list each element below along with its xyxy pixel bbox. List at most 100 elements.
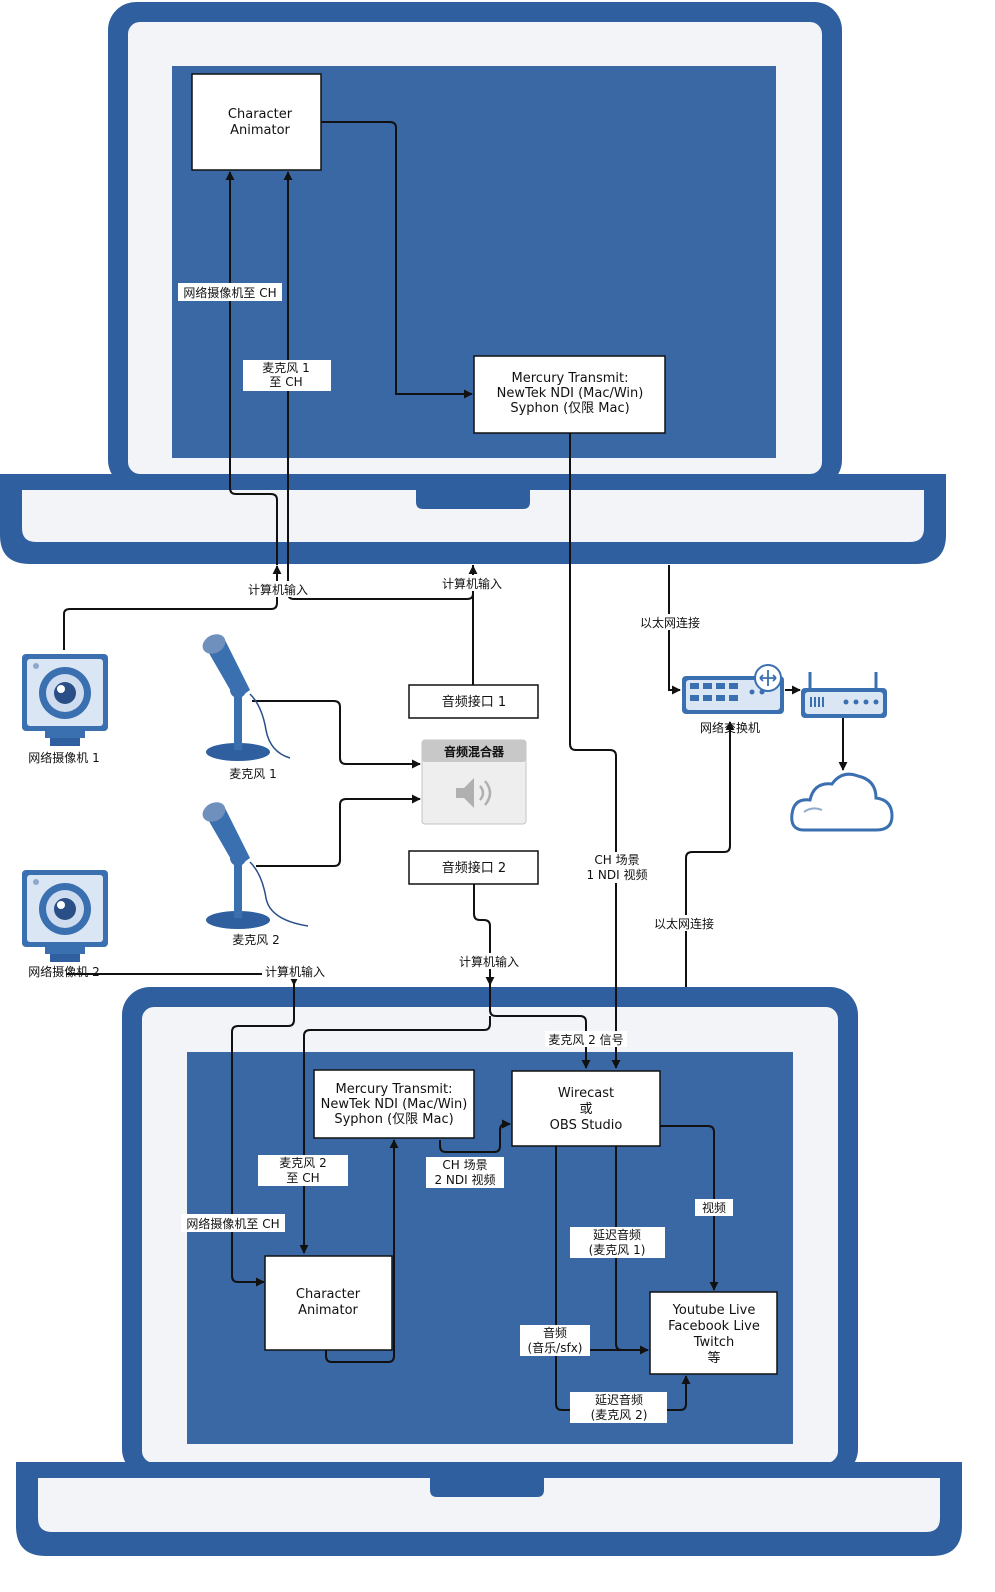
bottom-character-animator-box: Character Animator [264, 1255, 393, 1351]
top-mt-label-3: Syphon (仅限 Mac) [510, 401, 629, 416]
wire-ethernet-top [668, 565, 681, 695]
webcam-2: 网络摄像机 2 [22, 870, 108, 979]
computer-input-label-d: 计算机输入 [262, 963, 328, 979]
svg-text:延迟音频: 延迟音频 [595, 1392, 643, 1407]
wirecast-label-3: OBS Studio [550, 1118, 623, 1133]
svg-text:音频接口 2: 音频接口 2 [442, 860, 506, 876]
bottom-mt-label-1: Mercury Transmit: [336, 1082, 453, 1097]
bottom-laptop-screen [187, 1052, 793, 1444]
audio-mixer: 音频混合器 [421, 739, 527, 825]
svg-text:音频: 音频 [543, 1325, 567, 1340]
delay-audio-mic2-label: 延迟音频 (麦克风 2) [570, 1392, 667, 1423]
stream-label-2: Facebook Live [668, 1319, 760, 1334]
svg-text:计算机输入: 计算机输入 [442, 576, 502, 591]
svg-text:CH 场景: CH 场景 [594, 853, 639, 867]
ethernet-label-a: 以太网连接 [636, 614, 704, 630]
stream-label-4: 等 [707, 1350, 720, 1366]
wire-ch-scene2-ndi [439, 1119, 511, 1153]
bottom-mt-label-3: Syphon (仅限 Mac) [334, 1112, 453, 1127]
svg-text:麦克风 2: 麦克风 2 [279, 1156, 326, 1170]
bottom-laptop-notch [430, 1478, 544, 1497]
svg-text:(麦克风 2): (麦克风 2) [591, 1408, 648, 1422]
switch-label: 网络交换机 [700, 720, 760, 735]
wire-ch-scene1-ndi [569, 433, 621, 1069]
stream-label-3: Twitch [693, 1335, 735, 1350]
audio-mixer-title: 音频混合器 [444, 744, 505, 759]
wire-mic2-to-ch [299, 1016, 491, 1254]
computer-input-label-a: 计算机输入 [246, 581, 310, 597]
ch-scene2-ndi-label: CH 场景 2 NDI 视频 [426, 1157, 504, 1188]
svg-text:(麦克风 1): (麦克风 1) [589, 1243, 646, 1257]
wirecast-label-2: 或 [579, 1102, 592, 1117]
webcam-2-label: 网络摄像机 2 [28, 964, 99, 979]
wire-webcam-to-ch-bottom [231, 985, 295, 1287]
top-ch-label-1: Character [228, 107, 293, 122]
svg-text:计算机输入: 计算机输入 [265, 964, 325, 979]
top-laptop-notch [416, 490, 530, 509]
svg-text:2 NDI 视频: 2 NDI 视频 [434, 1172, 495, 1187]
wire-mic1-to-mixer [252, 700, 421, 769]
svg-text:(音乐/sfx): (音乐/sfx) [528, 1340, 583, 1355]
top-character-animator-box: Character Animator [191, 73, 322, 171]
svg-text:网络摄像机至 CH: 网络摄像机至 CH [183, 285, 276, 300]
audio-sfx-label: 音频 (音乐/sfx) [520, 1325, 590, 1356]
top-mercury-transmit-box: Mercury Transmit: NewTek NDI (Mac/Win) S… [473, 355, 666, 434]
svg-text:1 NDI 视频: 1 NDI 视频 [586, 867, 647, 882]
bottom-laptop-keyboard-deck [38, 1478, 940, 1532]
wirecast-label-1: Wirecast [558, 1086, 614, 1101]
cloud-icon [790, 772, 894, 832]
computer-input-label-c: 计算机输入 [456, 953, 522, 969]
speaker-icon [456, 778, 492, 808]
video-label: 视频 [695, 1199, 733, 1216]
webcam-icon [22, 870, 108, 962]
svg-text:至 CH: 至 CH [286, 1171, 319, 1185]
bottom-ch-label-2: Animator [298, 1303, 358, 1318]
wire-ethernet-bottom [685, 721, 735, 987]
mic-1-label: 麦克风 1 [229, 767, 276, 781]
bottom-laptop [16, 987, 962, 1556]
network-switch: 网络交换机 [682, 664, 784, 735]
top-mt-label-1: Mercury Transmit: [512, 371, 629, 386]
mic2-to-ch-label: 麦克风 2 至 CH [258, 1155, 348, 1186]
svg-text:麦克风 2 信号: 麦克风 2 信号 [548, 1033, 623, 1047]
bottom-webcam-to-ch-label: 网络摄像机至 CH [181, 1214, 285, 1232]
svg-text:计算机输入: 计算机输入 [459, 954, 519, 969]
wire-webcam2-to-input [66, 973, 299, 986]
webcam-1-label: 网络摄像机 1 [28, 750, 99, 765]
top-mt-label-2: NewTek NDI (Mac/Win) [497, 386, 644, 401]
stream-platforms-box: Youtube Live Facebook Live Twitch 等 [649, 1291, 778, 1375]
webcam-1: 网络摄像机 1 [22, 654, 108, 765]
top-laptop [0, 2, 946, 564]
wire-webcam-to-ch-top [225, 171, 278, 565]
bottom-mt-label-2: NewTek NDI (Mac/Win) [321, 1097, 468, 1112]
ethernet-label-b: 以太网连接 [650, 915, 718, 931]
microphone-2: 麦克风 2 [202, 802, 309, 947]
wire-mic2-to-mixer [256, 794, 421, 867]
svg-text:延迟音频: 延迟音频 [593, 1227, 641, 1242]
svg-text:以太网连接: 以太网连接 [654, 916, 714, 931]
svg-text:以太网连接: 以太网连接 [640, 615, 700, 630]
top-mic1-to-ch-label: 麦克风 1 至 CH [243, 360, 331, 391]
svg-text:音频接口 1: 音频接口 1 [442, 694, 506, 710]
mic-2-label: 麦克风 2 [232, 933, 279, 947]
top-laptop-keyboard-deck [22, 490, 924, 542]
svg-text:至 CH: 至 CH [269, 375, 302, 389]
svg-text:视频: 视频 [702, 1200, 726, 1215]
wire-webcam1-to-input [63, 565, 282, 650]
ch-scene1-ndi-label: CH 场景 1 NDI 视频 [582, 852, 652, 883]
wire-port2-to-input [473, 884, 495, 986]
svg-text:麦克风 1: 麦克风 1 [262, 361, 309, 375]
wirecast-box: Wirecast 或 OBS Studio [511, 1070, 661, 1147]
microphone-1: 麦克风 1 [202, 634, 291, 781]
top-webcam-to-ch-label: 网络摄像机至 CH [178, 283, 282, 301]
svg-text:网络摄像机至 CH: 网络摄像机至 CH [186, 1216, 279, 1231]
wire-ch-to-mt-bottom [325, 1139, 399, 1363]
bottom-mercury-transmit-box: Mercury Transmit: NewTek NDI (Mac/Win) S… [313, 1069, 475, 1139]
delay-audio-mic1-label: 延迟音频 (麦克风 1) [570, 1227, 665, 1258]
wire-video-out [660, 1125, 719, 1291]
audio-port-1: 音频接口 1 [408, 684, 539, 719]
microphone-icon [202, 802, 309, 929]
top-ch-label-2: Animator [230, 123, 290, 138]
svg-text:计算机输入: 计算机输入 [248, 582, 308, 597]
